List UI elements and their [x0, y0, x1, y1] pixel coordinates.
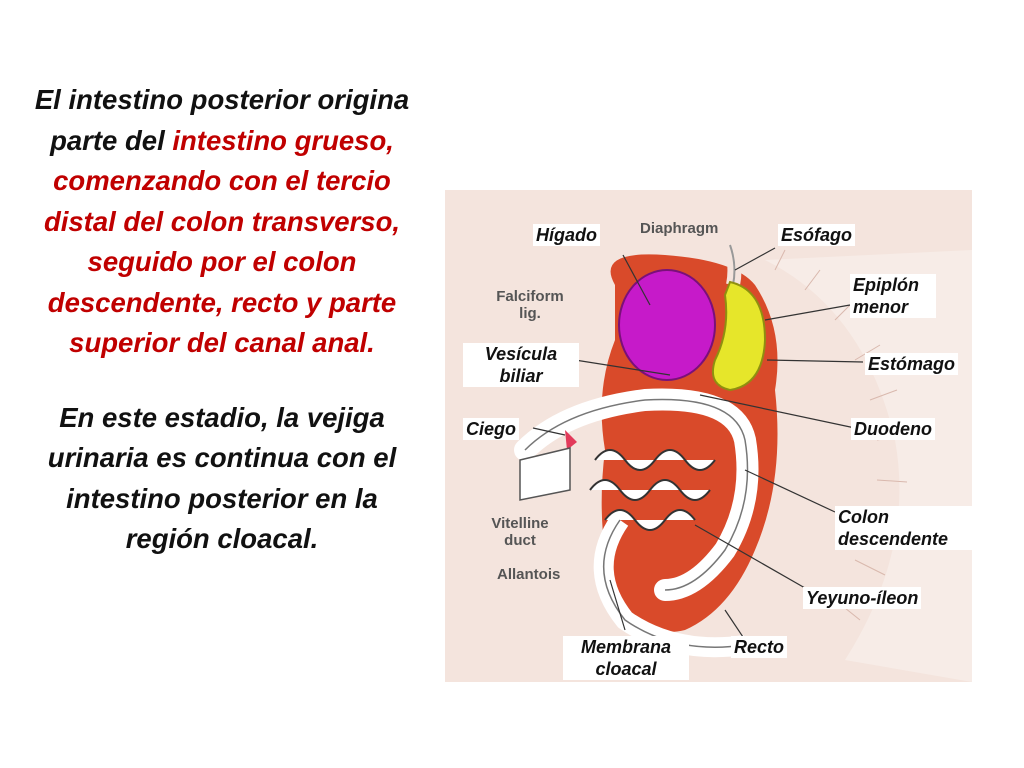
label-esofago: Esófago	[778, 224, 856, 246]
paragraph-1-rest: comenzando con el tercio distal del colo…	[43, 165, 401, 358]
liver	[618, 269, 716, 381]
label-colon-descendente: Colon descendente	[835, 506, 981, 550]
cecum	[565, 430, 577, 450]
explanatory-text: El intestino posterior origina parte del…	[32, 80, 412, 560]
paragraph-2: En este estadio, la vejiga urinaria es c…	[47, 401, 397, 555]
label-allantois: Allantois	[497, 566, 561, 583]
embryo-gut-diagram: Diaphragm Falciform lig. Vitelline duct …	[445, 190, 981, 682]
small-intestine-coils	[589, 449, 716, 531]
label-duodeno: Duodeno	[851, 418, 935, 440]
label-falciform: Falciform lig.	[496, 288, 564, 322]
label-vitelline: Vitelline duct	[491, 515, 549, 549]
label-epiplon-menor: Epiplón menor	[850, 274, 936, 318]
paragraph-1-start: El intestino posterior origina parte del	[34, 84, 410, 156]
paragraph-1: El intestino posterior origina parte del…	[32, 80, 412, 364]
label-estomago: Estómago	[865, 353, 959, 375]
label-vesicula-biliar: Vesícula biliar	[463, 343, 579, 387]
label-higado: Hígado	[533, 224, 600, 246]
label-diaphragm: Diaphragm	[640, 220, 719, 237]
leader-lines	[532, 247, 864, 641]
highlight-intestino-grueso: intestino grueso,	[172, 124, 394, 156]
vitelline-duct	[519, 447, 571, 501]
label-membrana-cloacal: Membrana cloacal	[563, 636, 689, 680]
label-ciego: Ciego	[463, 418, 520, 440]
label-yeyuno-ileon: Yeyuno-íleon	[803, 587, 922, 609]
stomach	[711, 280, 767, 392]
label-recto: Recto	[731, 636, 788, 658]
